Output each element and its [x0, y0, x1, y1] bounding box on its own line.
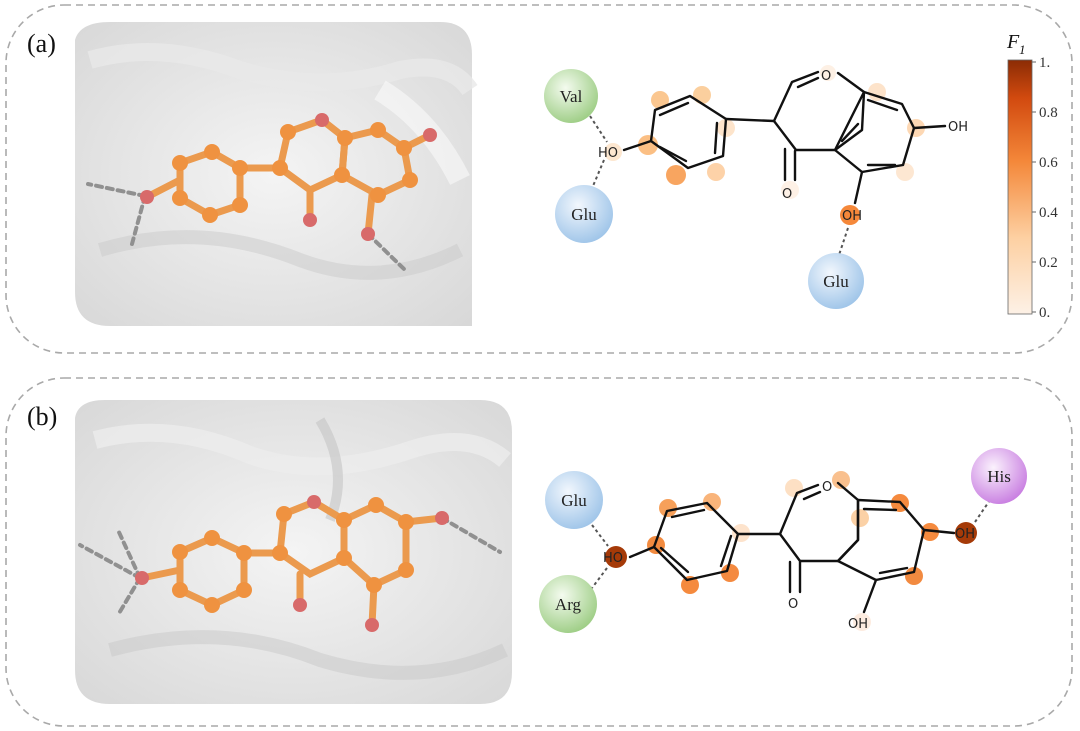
- colorbar-tick-0-6: 0.6: [1039, 155, 1058, 171]
- panel-a-atom-o-keto: O: [782, 187, 792, 202]
- panel-a-residue-val: Val: [544, 69, 598, 123]
- colorbar-tick-0: 0.: [1039, 305, 1050, 321]
- panel-b-residue-his: His: [971, 448, 1027, 504]
- panel-a-atom-o-ring: O: [821, 69, 831, 84]
- svg-text:Glu: Glu: [823, 272, 849, 291]
- colorbar-tick-0-8: 0.8: [1039, 105, 1058, 121]
- colorbar-tick-1: 1.: [1039, 55, 1050, 71]
- colorbar-subscript: 1: [1019, 42, 1026, 57]
- panel-a-atom-oh-right: OH: [948, 120, 968, 135]
- svg-text:His: His: [987, 467, 1011, 486]
- colorbar: F 1 1. 0.8 0.6 0.4 0.2 0.: [1006, 31, 1058, 321]
- svg-text:Val: Val: [560, 87, 583, 106]
- panel-a-residue-glu-1: Glu: [555, 185, 613, 243]
- panel-b-atom-ho: HO: [603, 551, 623, 566]
- panel-b-2d-map: HO OH OH O O Glu Arg His: [539, 448, 1027, 633]
- panel-b-3d-pose: [75, 400, 512, 704]
- panel-a-atom-highlights: [604, 65, 925, 225]
- panel-b-atom-oh-bottom: OH: [848, 617, 868, 632]
- colorbar-title: F: [1006, 31, 1020, 53]
- panel-b-frame: [5, 377, 1073, 727]
- panel-b-residue-arg: Arg: [539, 575, 597, 633]
- panel-b-atom-o-ring: O: [822, 480, 832, 495]
- panel-b-atom-oh-right: OH: [955, 527, 975, 542]
- panel-a-atom-ho: HO: [598, 146, 618, 161]
- svg-text:Glu: Glu: [571, 205, 597, 224]
- colorbar-tick-0-2: 0.2: [1039, 255, 1058, 271]
- panel-a-residue-glu-2: Glu: [808, 253, 864, 309]
- colorbar-tick-0-4: 0.4: [1039, 205, 1058, 221]
- panel-a-2d-map: HO OH OH O O Val Glu Glu: [544, 65, 968, 309]
- panel-a-label: (a): [27, 29, 56, 58]
- panel-a-3d-pose: [75, 22, 478, 326]
- svg-text:Arg: Arg: [555, 595, 582, 614]
- panel-b-atom-o-keto: O: [788, 597, 798, 612]
- panel-b-residue-glu: Glu: [545, 471, 603, 529]
- panel-a-frame: [5, 4, 1073, 354]
- panel-b-label: (b): [27, 402, 57, 431]
- panel-a-atom-oh-bottom: OH: [842, 209, 862, 224]
- svg-text:Glu: Glu: [561, 491, 587, 510]
